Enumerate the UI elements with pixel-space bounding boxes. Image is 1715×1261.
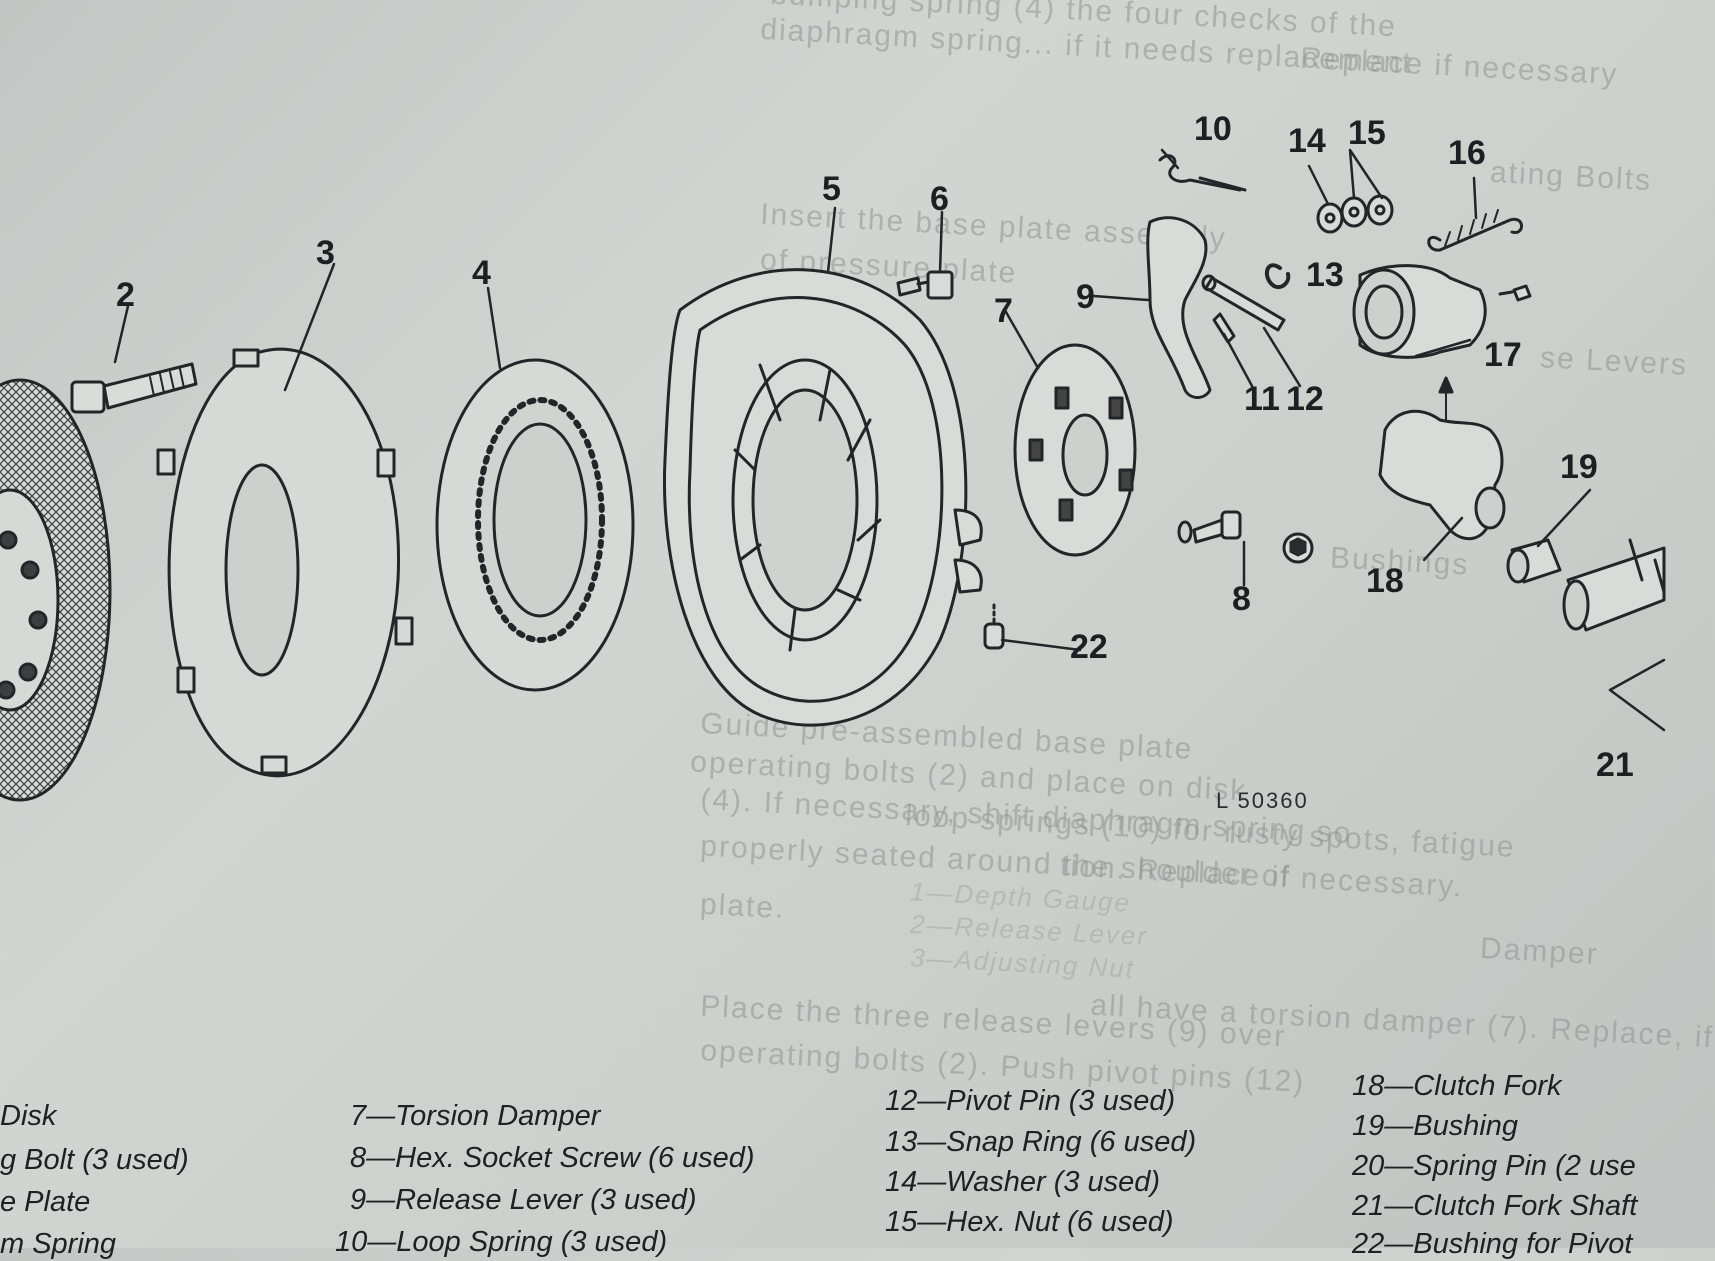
callout-9: 9 bbox=[1076, 278, 1095, 316]
washer-nut-part bbox=[1316, 194, 1394, 234]
legend-item: 18—Clutch Fork bbox=[1352, 1070, 1562, 1102]
callout-14: 14 bbox=[1288, 122, 1326, 160]
callout-12: 12 bbox=[1286, 380, 1324, 418]
callout-18: 18 bbox=[1366, 562, 1404, 600]
callout-22: 22 bbox=[1070, 628, 1108, 666]
pivot-pin-part bbox=[1201, 274, 1286, 344]
legend-item: g Bolt (3 used) bbox=[0, 1144, 189, 1176]
return-spring-part bbox=[1427, 209, 1523, 252]
callout-5: 5 bbox=[822, 170, 841, 208]
cap-screw-part bbox=[896, 270, 954, 300]
callout-8: 8 bbox=[1232, 580, 1251, 618]
legend-item: e Plate bbox=[0, 1186, 91, 1218]
fork-bushing-part bbox=[1506, 538, 1562, 584]
callout-15: 15 bbox=[1348, 114, 1386, 152]
clutch-fork-shaft-part bbox=[1562, 538, 1666, 632]
torsion-damper-part bbox=[1013, 343, 1137, 557]
release-lever-part bbox=[1146, 216, 1212, 399]
pivot-bushing-part bbox=[983, 603, 1005, 650]
base-plate-part bbox=[156, 347, 414, 778]
pressure-plate-part bbox=[662, 268, 983, 727]
clutch-disk-part bbox=[0, 378, 112, 802]
socket-screw-part bbox=[1177, 510, 1314, 564]
clutch-exploded-diagram bbox=[0, 148, 1666, 802]
legend-item: 20—Spring Pin (2 use bbox=[1352, 1150, 1636, 1182]
legend-item: 19—Bushing bbox=[1352, 1110, 1519, 1142]
legend-item: 9—Release Lever (3 used) bbox=[350, 1184, 697, 1216]
legend-item: 21—Clutch Fork Shaft bbox=[1352, 1190, 1638, 1222]
diaphragm-spring-part bbox=[435, 358, 635, 692]
callout-16: 16 bbox=[1448, 134, 1486, 172]
legend-item: 10—Loop Spring (3 used) bbox=[335, 1226, 668, 1258]
callout-13: 13 bbox=[1306, 256, 1344, 294]
legend-item: 13—Snap Ring (6 used) bbox=[885, 1126, 1197, 1158]
callout-6: 6 bbox=[930, 180, 949, 218]
legend-item: Disk bbox=[0, 1100, 57, 1132]
legend-item: 14—Washer (3 used) bbox=[885, 1166, 1161, 1198]
legend-item: 7—Torsion Damper bbox=[350, 1100, 601, 1132]
callout-10: 10 bbox=[1194, 110, 1232, 148]
callout-4: 4 bbox=[472, 254, 491, 292]
callout-2: 2 bbox=[116, 276, 135, 314]
release-bearing-part bbox=[1352, 264, 1532, 421]
leader-lines bbox=[113, 148, 1666, 732]
legend-item: 12—Pivot Pin (3 used) bbox=[885, 1085, 1176, 1117]
legend-item: 22—Bushing for Pivot bbox=[1352, 1228, 1633, 1260]
callout-17: 17 bbox=[1484, 336, 1522, 374]
legend-item: 15—Hex. Nut (6 used) bbox=[885, 1206, 1174, 1238]
legend-item: 8—Hex. Socket Screw (6 used) bbox=[350, 1142, 755, 1174]
operating-bolt-part bbox=[70, 362, 198, 414]
legend-item: m Spring bbox=[0, 1228, 117, 1260]
figure-id: L 50360 bbox=[1216, 788, 1309, 813]
callout-19: 19 bbox=[1560, 448, 1598, 486]
snap-ring-part bbox=[1264, 263, 1291, 289]
callout-3: 3 bbox=[316, 234, 335, 272]
callout-11: 11 bbox=[1244, 380, 1280, 418]
callout-7: 7 bbox=[994, 292, 1013, 330]
clutch-fork-part bbox=[1378, 409, 1506, 541]
callout-21: 21 bbox=[1596, 746, 1634, 784]
